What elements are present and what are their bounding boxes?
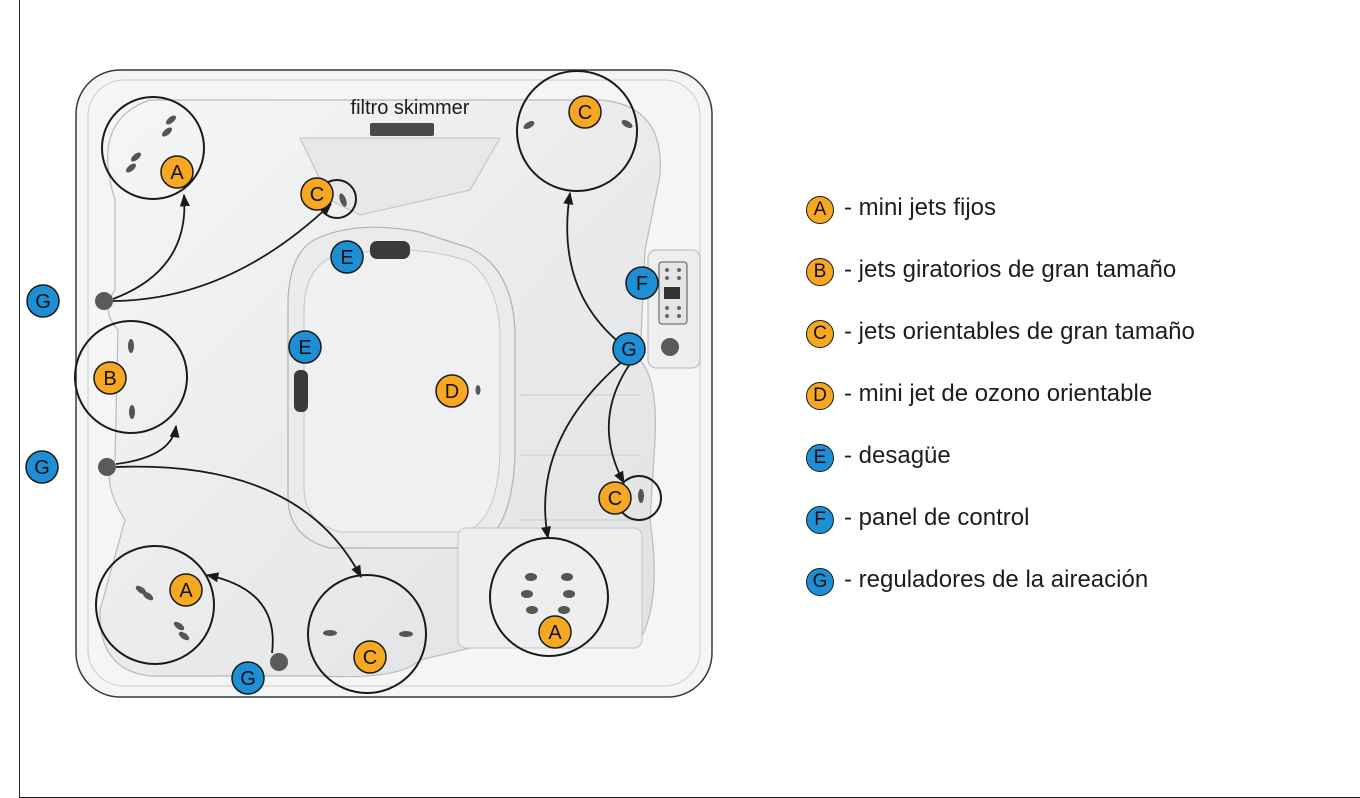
marker-badge	[169, 573, 203, 607]
legend-item-a: A - mini jets fijos	[806, 188, 1346, 250]
marker-letter: A	[179, 580, 193, 602]
marker-badge	[625, 266, 659, 300]
air-control-knob	[661, 338, 679, 356]
marker-c: C	[300, 177, 334, 211]
legend-text: - mini jet de ozono orientable	[844, 380, 1153, 407]
callout-circles	[74, 70, 662, 694]
marker-letter: C	[608, 488, 622, 510]
marker-letter: A	[548, 622, 562, 644]
marker-badge	[538, 615, 572, 649]
marker-badge	[231, 661, 265, 695]
marker-e: E	[330, 240, 364, 274]
marker-g: G	[25, 450, 59, 484]
marker-d: D	[435, 374, 469, 408]
spa-diagram: filtro skimmer	[25, 69, 713, 698]
footwell-floor	[303, 249, 501, 533]
marker-letter: E	[298, 337, 311, 359]
drain-top	[370, 241, 410, 259]
marker-badge	[330, 240, 364, 274]
marker-letter: G	[621, 339, 637, 361]
control-panel-button	[677, 314, 681, 318]
marker-letter: F	[636, 273, 648, 295]
marker-letter: A	[170, 162, 184, 184]
legend-text: - reguladores de la aireación	[844, 566, 1149, 593]
marker-letter: G	[35, 291, 51, 313]
marker-f: F	[625, 266, 659, 300]
marker-c: C	[568, 95, 602, 129]
marker-letter: D	[445, 381, 459, 403]
marker-a: A	[169, 573, 203, 607]
legend-item-b: B - jets giratorios de gran tamaño	[806, 250, 1346, 312]
marker-layer: A C C E F G E G B D G C A C A G	[25, 95, 659, 695]
legend-text: - desagüe	[844, 442, 951, 469]
marker-badge	[288, 330, 322, 364]
air-control-knob	[95, 292, 113, 310]
marker-badge	[612, 332, 646, 366]
marker-a: A	[538, 615, 572, 649]
drain-side	[294, 370, 308, 412]
legend-item-e: E - desagüe	[806, 436, 1346, 498]
legend-text: - jets orientables de gran tamaño	[844, 318, 1195, 345]
marker-badge	[353, 640, 387, 674]
control-panel-button	[677, 276, 681, 280]
control-panel-button	[677, 306, 681, 310]
legend-item-g: G - reguladores de la aireación	[806, 560, 1346, 622]
legend-badge: D	[806, 382, 834, 410]
air-control-knob	[98, 458, 116, 476]
marker-letter: C	[363, 647, 377, 669]
control-panel-display	[664, 287, 680, 299]
skimmer-label: filtro skimmer	[351, 97, 470, 119]
control-panel-button	[665, 306, 669, 310]
marker-badge	[300, 177, 334, 211]
marker-c: C	[353, 640, 387, 674]
marker-badge	[93, 361, 127, 395]
legend-text: - mini jets fijos	[844, 194, 997, 221]
legend-badge: A	[806, 196, 834, 224]
legend-item-f: F - panel de control	[806, 498, 1346, 560]
marker-badge	[598, 481, 632, 515]
marker-badge	[568, 95, 602, 129]
legend-badge: B	[806, 258, 834, 286]
control-panel-button	[677, 268, 681, 272]
air-control-knob	[270, 653, 288, 671]
skimmer	[370, 123, 434, 136]
marker-g: G	[26, 284, 60, 318]
marker-badge	[160, 155, 194, 189]
marker-c: C	[598, 481, 632, 515]
right-seat	[520, 394, 645, 521]
jet-group	[126, 115, 644, 641]
marker-e: E	[288, 330, 322, 364]
legend-text: - jets giratorios de gran tamaño	[844, 256, 1177, 283]
marker-b: B	[93, 361, 127, 395]
control-panel-button	[665, 314, 669, 318]
legend-badge: F	[806, 506, 834, 534]
connector-arrows	[112, 191, 633, 654]
marker-letter: C	[310, 184, 324, 206]
marker-letter: G	[34, 457, 50, 479]
marker-letter: C	[578, 102, 592, 124]
marker-badge	[435, 374, 469, 408]
legend-item-d: D - mini jet de ozono orientable	[806, 374, 1346, 436]
marker-badge	[25, 450, 59, 484]
control-panel-button	[665, 268, 669, 272]
legend-item-c: C - jets orientables de gran tamaño	[806, 312, 1346, 374]
legend-badge: E	[806, 444, 834, 472]
marker-g: G	[231, 661, 265, 695]
legend-badge: G	[806, 568, 834, 596]
marker-g: G	[612, 332, 646, 366]
legend-text: - panel de control	[844, 504, 1030, 531]
marker-letter: B	[103, 368, 116, 390]
marker-badge	[26, 284, 60, 318]
marker-a: A	[160, 155, 194, 189]
marker-letter: E	[340, 247, 353, 269]
legend: A - mini jets fijos B - jets giratorios …	[806, 188, 1346, 622]
control-panel-button	[665, 276, 669, 280]
marker-letter: G	[240, 668, 256, 690]
legend-badge: C	[806, 320, 834, 348]
